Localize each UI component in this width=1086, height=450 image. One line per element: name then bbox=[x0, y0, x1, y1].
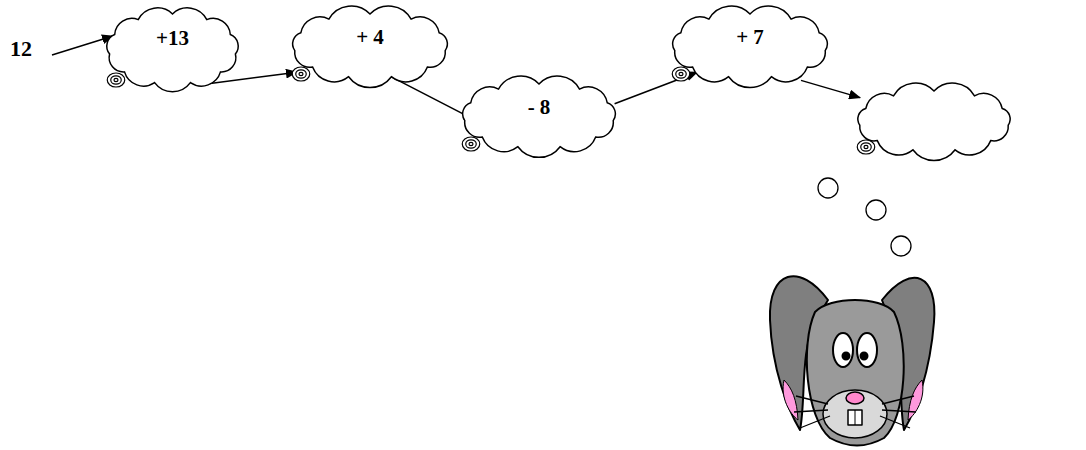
cloud-shape bbox=[463, 76, 616, 157]
cloud-node: + 4 bbox=[285, 5, 455, 87]
cloud-swirl bbox=[672, 67, 690, 81]
cloud-swirl bbox=[469, 142, 473, 145]
bunny-muzzle bbox=[823, 390, 887, 438]
operation-text: - 8 bbox=[528, 95, 551, 120]
cloud-swirl bbox=[462, 137, 480, 151]
cloud-swirl bbox=[676, 70, 687, 78]
bunny-ear-inner bbox=[908, 380, 923, 420]
cloud-swirl bbox=[114, 78, 118, 81]
bunny-teeth bbox=[848, 410, 862, 425]
operation-text: + 4 bbox=[356, 25, 384, 50]
cloud-swirl bbox=[296, 70, 307, 78]
cloud-shape bbox=[858, 83, 1010, 160]
cloud-shape bbox=[293, 6, 448, 88]
cloud-node: +13 bbox=[100, 5, 245, 93]
operation-text: + 7 bbox=[736, 25, 764, 50]
cloud-swirl bbox=[299, 72, 303, 75]
bunny-ear-inner bbox=[783, 380, 798, 420]
cloud-swirl bbox=[107, 73, 125, 87]
cloud-swirl bbox=[111, 76, 122, 84]
start-number: 12 bbox=[10, 36, 32, 62]
cloud-swirl bbox=[292, 67, 310, 81]
bunny-picture bbox=[770, 276, 934, 445]
cloud-outline bbox=[850, 82, 1018, 160]
cloud-node: + 7 bbox=[665, 5, 835, 87]
thought-bubble bbox=[818, 178, 838, 198]
bunny-teeth-line bbox=[855, 410, 856, 425]
bunny-head bbox=[807, 300, 904, 446]
bunny-pupil bbox=[861, 353, 868, 360]
cloud-node: - 8 bbox=[455, 75, 623, 157]
bunny-pupil bbox=[843, 353, 850, 360]
bunny-eye bbox=[857, 333, 877, 367]
cloud-shape bbox=[673, 6, 828, 88]
cloud-swirl bbox=[466, 140, 477, 148]
cloud-swirl bbox=[679, 72, 683, 75]
thought-bubble bbox=[891, 236, 911, 256]
bunny-eye bbox=[833, 333, 853, 367]
cloud-swirl bbox=[861, 143, 872, 151]
cloud-node bbox=[850, 82, 1018, 160]
cloud-swirl bbox=[864, 145, 868, 148]
thought-bubble bbox=[866, 200, 886, 220]
bunny-nose bbox=[846, 392, 864, 404]
cloud-shape bbox=[107, 8, 238, 92]
bunny-whiskers bbox=[794, 396, 916, 428]
flow-arrow bbox=[801, 80, 860, 97]
start-arrow bbox=[52, 36, 113, 55]
operation-text: +13 bbox=[156, 26, 189, 51]
cloud-swirl bbox=[857, 140, 875, 154]
